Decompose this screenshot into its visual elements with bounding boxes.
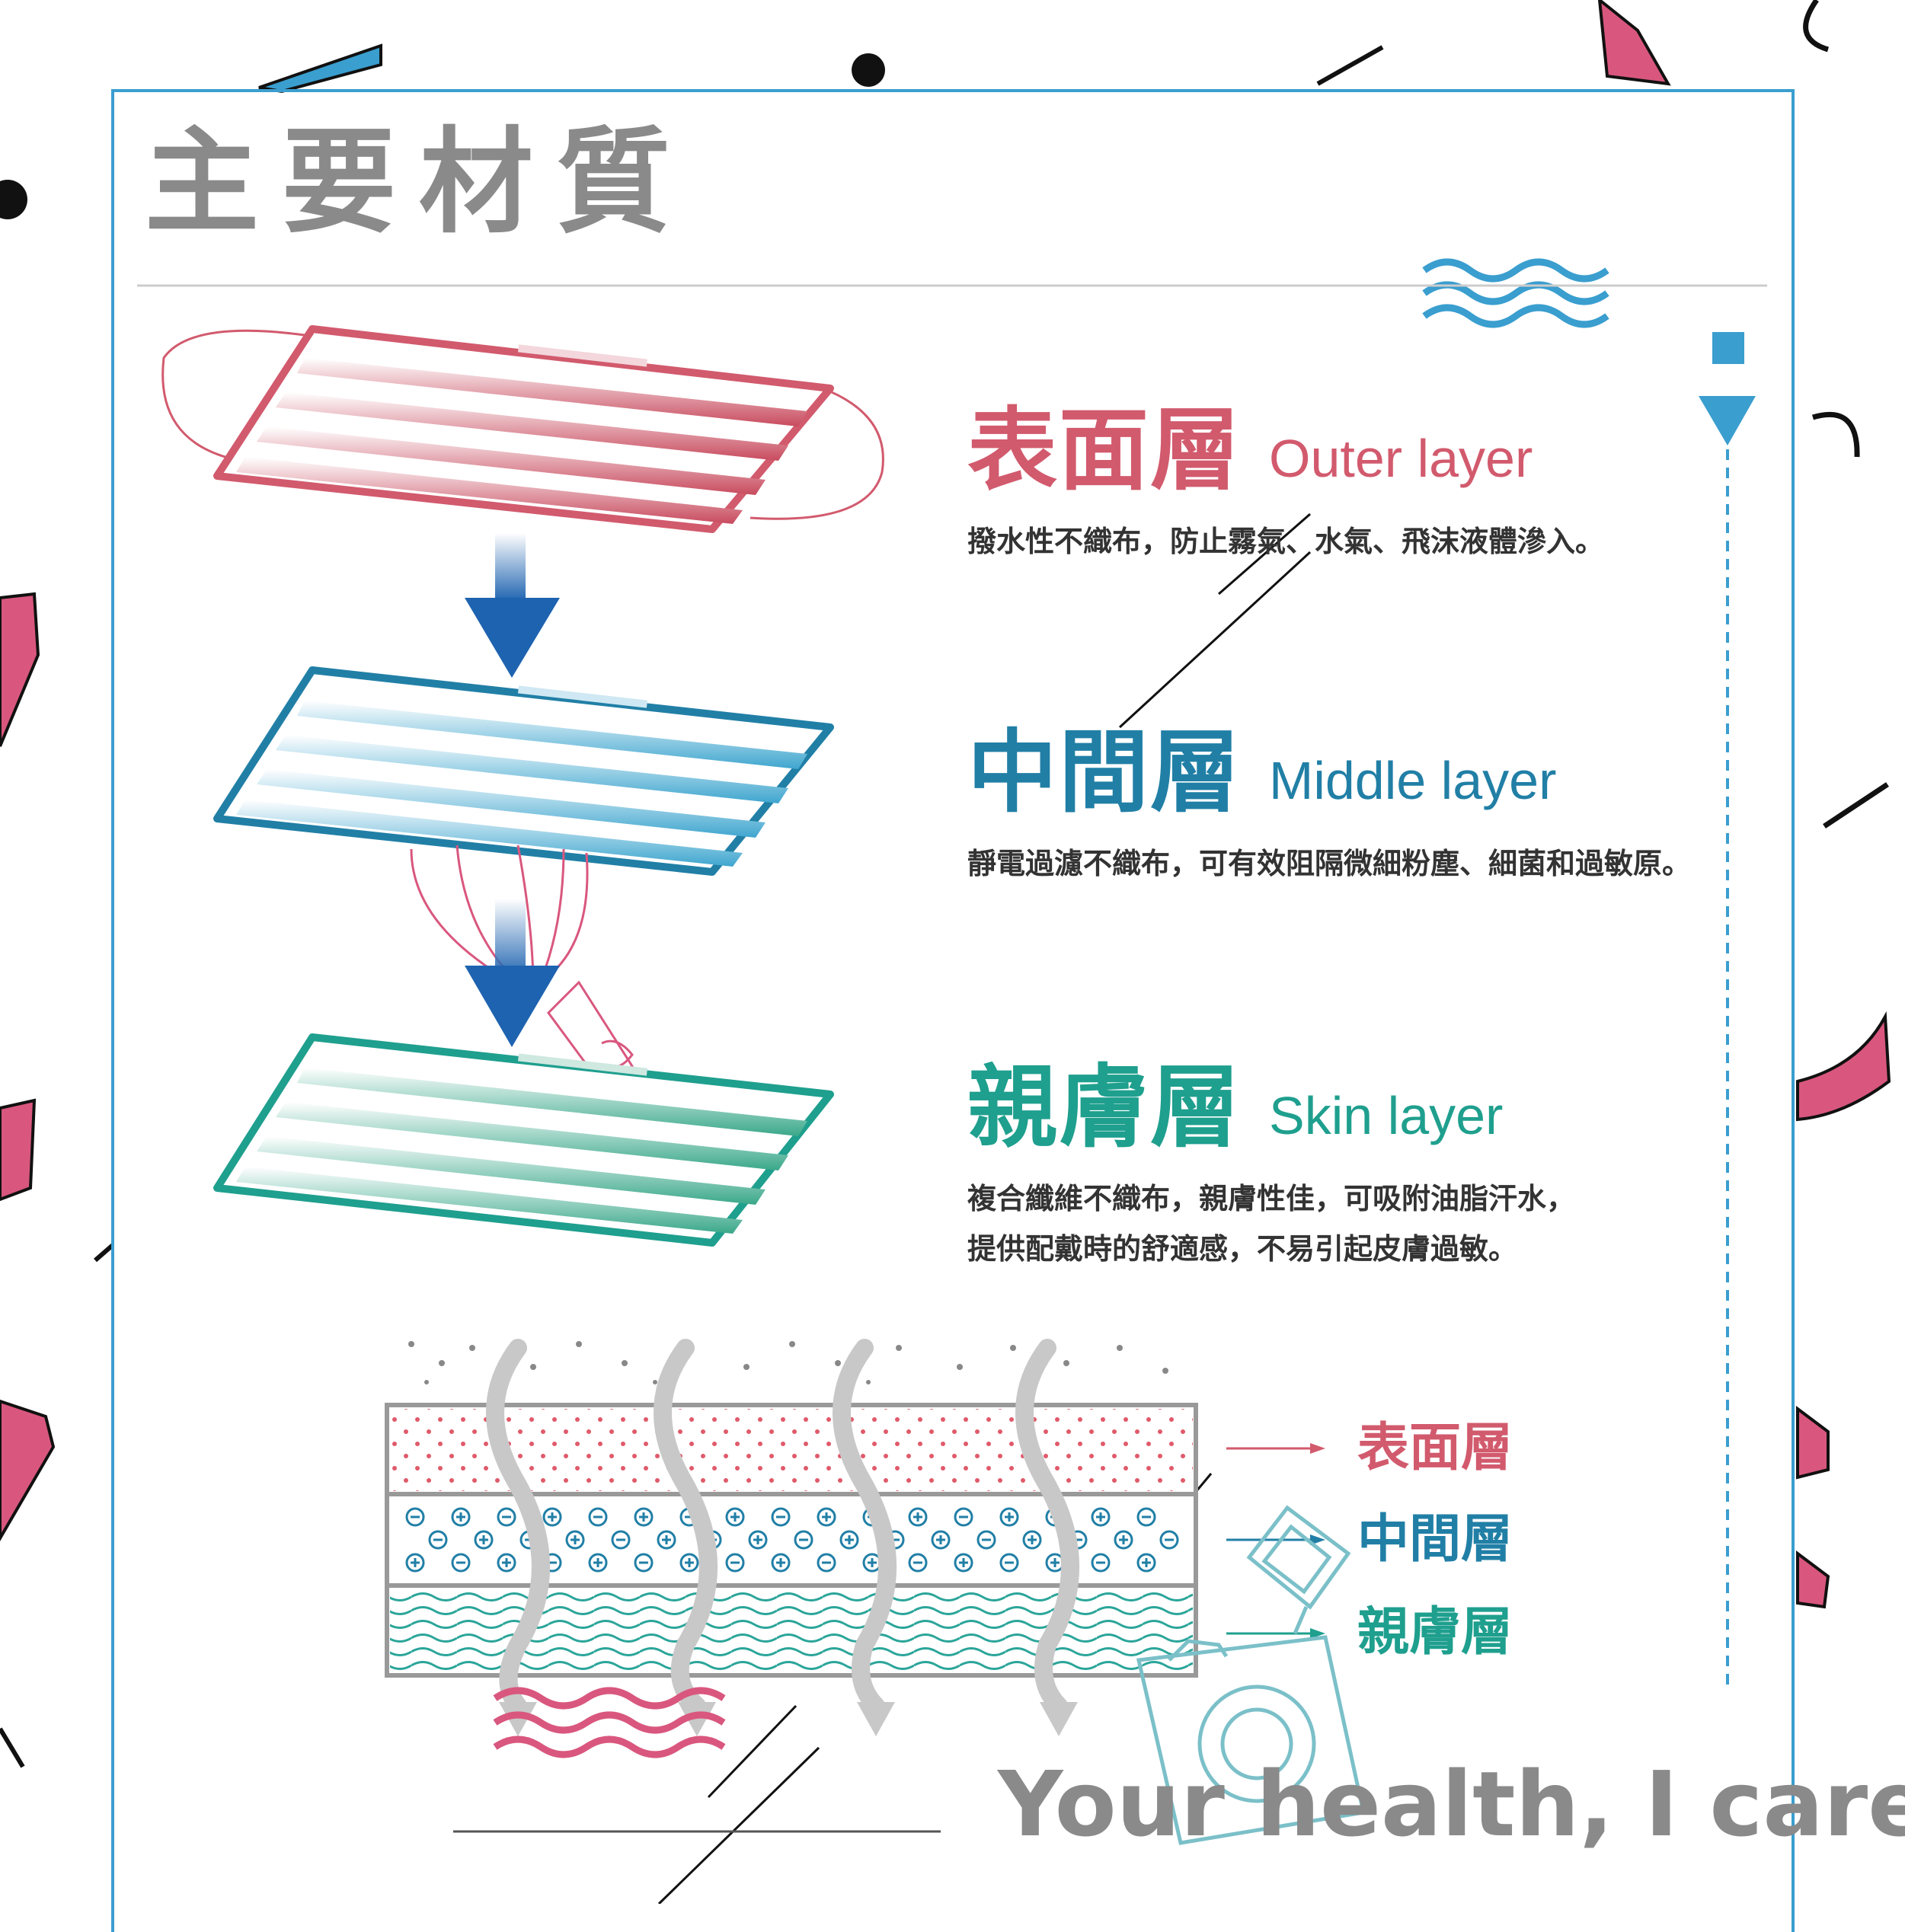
cross-label-outer: 表面層 — [1357, 1418, 1513, 1478]
middle-layer-name-zh: 中間層 — [967, 720, 1242, 825]
content-frame — [111, 89, 1795, 1932]
middle-layer-name-en: Middle layer — [1269, 751, 1557, 810]
outer-layer-name-en: Outer layer — [1269, 429, 1533, 488]
skin-layer-name-en: Skin layer — [1269, 1086, 1504, 1145]
outer-layer-illustration — [161, 325, 884, 533]
camera-doodle — [1136, 1505, 1366, 1845]
skin-layer-name-zh: 親膚層 — [967, 1055, 1242, 1160]
slogan: Your health, I care. — [998, 1752, 1905, 1857]
skin-layer-illustration — [213, 1033, 834, 1247]
middle-layer-desc: 靜電過濾不織布，可有效阻隔微細粉塵、細菌和過敏原。 — [967, 847, 1692, 880]
down-arrow-1 — [465, 533, 560, 678]
middle-layer-illustration — [213, 666, 834, 876]
cross-label-skin: 親膚層 — [1357, 1602, 1513, 1662]
outer-layer-desc: 撥水性不織布，防止霧氣、水氣、飛沫液體滲入。 — [967, 525, 1605, 558]
down-arrow-2 — [465, 899, 560, 1047]
skin-layer-desc-line-1: 複合纖維不織布，親膚性佳，可吸附油脂汗水， — [967, 1182, 1576, 1215]
page-title: 主要材質 — [145, 117, 694, 249]
cross-section-diagram — [385, 1339, 1325, 1758]
cross-label-middle: 中間層 — [1357, 1509, 1513, 1570]
outer-layer-name-zh: 表面層 — [967, 398, 1242, 503]
skin-layer-desc-line-2: 提供配戴時的舒適感，不易引起皮膚過敏。 — [967, 1232, 1518, 1266]
